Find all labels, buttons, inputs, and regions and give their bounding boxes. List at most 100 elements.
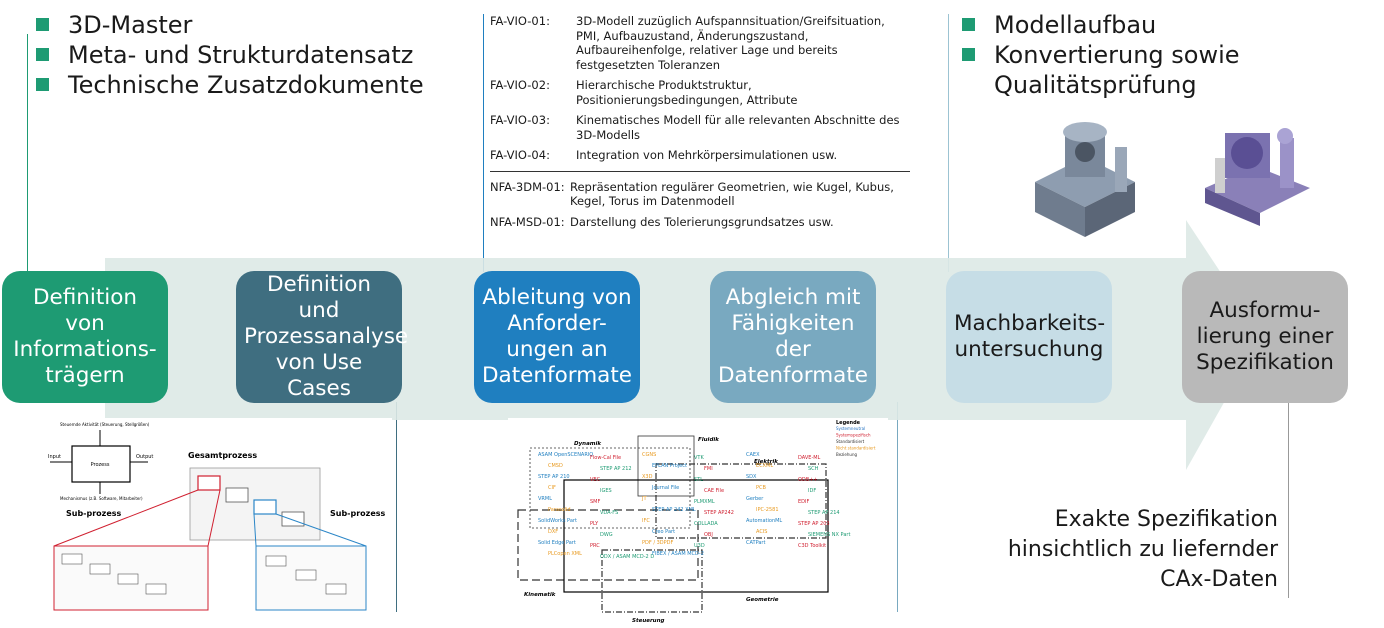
- legend-item: Beziehung: [836, 452, 857, 457]
- format-label: IGES: [600, 488, 612, 494]
- process-box: [71, 445, 131, 483]
- format-label: X3D: [642, 474, 653, 480]
- region-label: Elektrik: [754, 459, 778, 465]
- connector-line: [396, 402, 397, 612]
- requirement-row: NFA-MSD-01:Darstellung des Tolerierungsg…: [490, 214, 834, 229]
- list-item: Konvertierung sowie Qualitätsprüfung: [962, 40, 1262, 100]
- list-item: Meta- und Strukturdatensatz: [36, 40, 424, 70]
- step-definition-information-carriers: Definition von Informations-trägern: [2, 271, 168, 403]
- format-label: STEP AP 203: [798, 521, 830, 527]
- format-label: SIEMENS NX Part: [808, 532, 850, 538]
- format-label: Gerber: [746, 496, 764, 502]
- result-text: Exakte Spezifikation hinsichtlich zu lie…: [1007, 507, 1278, 592]
- feasibility-list: Modellaufbau Konvertierung sowie Qualitä…: [962, 10, 1262, 100]
- format-label: Flow-Cal File: [590, 455, 621, 461]
- format-label: IPC-2581: [756, 507, 779, 513]
- format-label: OBJ: [704, 532, 713, 538]
- step-derive-requirements: Ableitung von Anforder-ungen an Datenfor…: [474, 271, 640, 403]
- format-label: CMSD: [548, 463, 563, 469]
- input-label: Input: [48, 454, 61, 460]
- bullet-square-icon: [962, 18, 975, 31]
- format-label: SMF: [590, 499, 600, 505]
- control-label: Steuernde Aktivität (Steuerung, Stellgrö…: [60, 422, 150, 427]
- region-label: Steuerung: [632, 618, 665, 624]
- format-label: C3D Toolkit: [798, 543, 826, 549]
- format-label: VTK: [694, 455, 704, 461]
- format-label: STEP AP 242 XML: [652, 507, 696, 513]
- format-label: CAE File: [704, 488, 724, 494]
- format-label: ACIS: [756, 529, 767, 535]
- format-label: PCB: [756, 485, 767, 491]
- format-label: SDX: [746, 474, 757, 480]
- requirement-row: FA-VIO-02:Hierarchische Produktstruktur,…: [490, 78, 798, 107]
- requirement-row: NFA-3DM-01:Repräsentation regulärer Geom…: [490, 179, 894, 209]
- connector-line: [948, 14, 949, 272]
- connector-line: [897, 402, 898, 612]
- list-item: Technische Zusatzdokumente: [36, 70, 424, 100]
- subprocess-left-label: Sub-prozess: [66, 509, 122, 518]
- format-label: ASAM OpenSCENARIO: [538, 452, 593, 458]
- process-label: Prozess: [91, 462, 110, 468]
- format-label: CAEX: [746, 452, 760, 458]
- format-label: IFC: [642, 518, 650, 524]
- format-label: CIF: [548, 485, 556, 491]
- step-compare-capabilities: Abgleich mit Fähigkeiten der Datenformat…: [710, 271, 876, 403]
- bullet-square-icon: [36, 78, 49, 91]
- bullet-square-icon: [962, 48, 975, 61]
- format-label: DWG: [600, 532, 613, 538]
- bullet-square-icon: [36, 18, 49, 31]
- format-label: FMI: [704, 466, 713, 472]
- step-feasibility-study: Machbarkeits-untersuchung: [946, 271, 1112, 403]
- format-label: EPLAN Project: [652, 463, 687, 469]
- process-diagram-thumbnail: Prozess Input Output Steuernde Aktivität…: [40, 418, 392, 614]
- connector-line: [483, 14, 484, 272]
- legend-item: Standardisiert: [836, 439, 865, 444]
- format-label: IDF: [808, 488, 816, 494]
- format-label: SolidWorks Part: [538, 518, 577, 524]
- legend-title: Legende: [836, 420, 861, 426]
- format-label: VEC: [590, 477, 601, 483]
- step-use-case-analysis: Definition und Prozessanalyse von Use Ca…: [236, 271, 408, 403]
- legend-item: Nicht standardisiert: [836, 446, 876, 451]
- cad-model-purple-image: [1205, 128, 1310, 226]
- format-label: STEP AP 212: [600, 466, 632, 472]
- format-label: ECXML: [756, 463, 773, 469]
- connector-line: [1288, 402, 1289, 598]
- information-carriers-list: 3D-Master Meta- und Strukturdatensatz Te…: [36, 10, 424, 100]
- requirements-list: FA-VIO-01:3D-Modell zuzüglich Aufspannsi…: [490, 14, 910, 235]
- overall-process-title: Gesamtprozess: [188, 451, 257, 460]
- format-label: PLCopen XML: [548, 551, 582, 557]
- subprocess-right-label: Sub-prozess: [330, 509, 386, 518]
- format-label: DXF: [548, 529, 558, 535]
- format-label: PLMXML: [694, 499, 715, 505]
- format-label: EDIF: [798, 499, 809, 505]
- legend-item: Systemspezifisch: [836, 433, 871, 438]
- format-label: ODB++: [798, 477, 818, 483]
- region-label: Dynamik: [574, 441, 601, 447]
- mechanism-label: Mechanismus (z.B. Software, Mitarbeiter): [60, 496, 143, 501]
- format-label: JT: [641, 496, 647, 502]
- format-label: FIBEX / ASAM MCD-2: [652, 551, 704, 557]
- format-label: Parasolid: [548, 507, 571, 513]
- legend-item: Systemneutral: [836, 426, 865, 431]
- format-map-thumbnail: DynamikFluidikElektrikKinematikGeometrie…: [508, 418, 888, 626]
- format-label: PLY: [590, 521, 599, 527]
- format-label: Journal File: [651, 485, 679, 491]
- requirement-row: FA-VIO-03:Kinematisches Modell für alle …: [490, 113, 900, 142]
- step-formulate-specification: Ausformu-lierung einer Spezifikation: [1182, 271, 1348, 403]
- format-label: CGNS: [642, 452, 656, 458]
- requirement-row: FA-VIO-04:Integration von Mehrkörpersimu…: [490, 148, 838, 162]
- region-label: Fluidik: [698, 437, 719, 443]
- format-label: CATPart: [746, 540, 765, 546]
- requirement-row: FA-VIO-01:3D-Modell zuzüglich Aufspannsi…: [490, 14, 885, 72]
- format-label: STL: [694, 477, 703, 483]
- format-label: Solid Edge Part: [538, 540, 576, 546]
- format-label: PDF / 3DPDF: [642, 540, 674, 546]
- cad-model-grey-image: [1035, 122, 1135, 237]
- format-label: AutomationML: [746, 518, 782, 524]
- list-item: 3D-Master: [36, 10, 424, 40]
- format-label: STEP AP242: [704, 510, 734, 516]
- bullet-square-icon: [36, 48, 49, 61]
- divider: [490, 170, 910, 172]
- connector-line: [27, 34, 28, 272]
